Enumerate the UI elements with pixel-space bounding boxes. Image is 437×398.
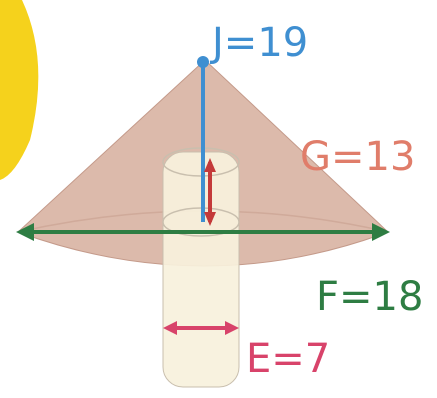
e-arrowhead-left <box>163 321 177 335</box>
j-apex-dot <box>197 56 209 68</box>
label-g: G=13 <box>300 134 415 180</box>
inner-height-arrowhead-top <box>204 158 216 172</box>
f-arrowhead-right <box>372 223 390 241</box>
label-f: F=18 <box>316 274 423 320</box>
e-arrowhead-right <box>225 321 239 335</box>
label-e: E=7 <box>246 336 330 382</box>
label-j: J=19 <box>209 20 308 66</box>
sun-shape <box>0 0 39 180</box>
f-arrowhead-left <box>16 223 34 241</box>
inner-height-arrowhead-bottom <box>204 212 216 226</box>
